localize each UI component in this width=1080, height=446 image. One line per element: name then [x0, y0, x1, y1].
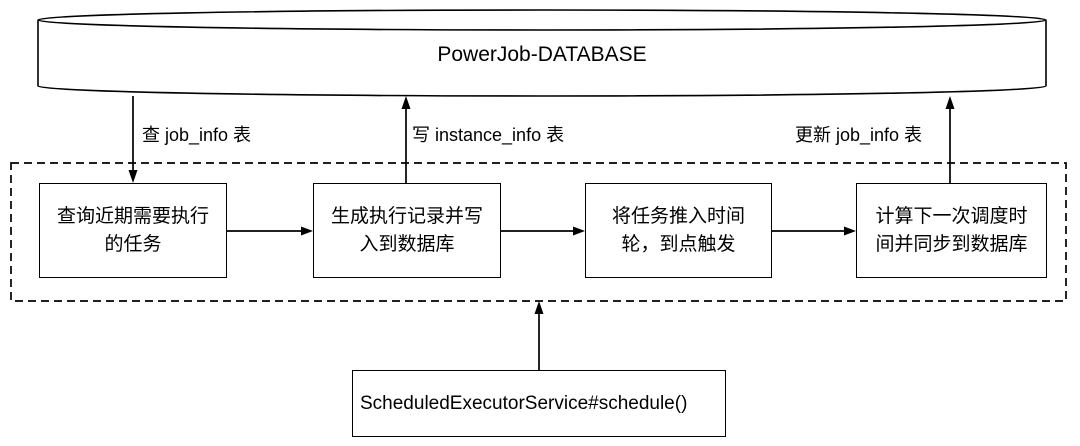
- arrow-step3-to-step4: [772, 226, 856, 236]
- trigger-scheduled-executor-service-label: ScheduledExecutorService#schedule(): [360, 392, 688, 414]
- database-title: PowerJob-DATABASE: [437, 43, 647, 66]
- arrow-query-job-info: [128, 96, 138, 183]
- step-push-to-time-wheel-label: 将任务推入时间 轮，到点触发: [611, 205, 745, 255]
- step-query-recent-jobs-label: 查询近期需要执行 的任务: [56, 205, 209, 255]
- edge-label-query-job-info: 查 job_info 表: [142, 125, 252, 145]
- trigger-scheduled-executor-service: ScheduledExecutorService#schedule(): [352, 370, 726, 437]
- step-create-instance-record-label: 生成执行记录并写 入到数据库: [330, 205, 483, 255]
- step-calc-next-schedule-time: 计算下一次调度时 间并同步到数据库: [856, 183, 1047, 278]
- arrow-trigger-to-container: [534, 301, 544, 370]
- step-query-recent-jobs: 查询近期需要执行 的任务: [39, 183, 227, 278]
- step-push-to-time-wheel: 将任务推入时间 轮，到点触发: [585, 183, 772, 278]
- scheduler-dashed-container: [10, 162, 1067, 302]
- step-calc-next-schedule-time-label: 计算下一次调度时 间并同步到数据库: [875, 205, 1028, 255]
- database-cylinder-shape: [37, 9, 1047, 97]
- edge-label-write-instance-info: 写 instance_info 表: [412, 125, 565, 145]
- arrow-update-job-info: [945, 96, 955, 183]
- arrow-step1-to-step2: [227, 226, 313, 236]
- edge-label-update-job-info: 更新 job_info 表: [795, 125, 923, 145]
- step-create-instance-record: 生成执行记录并写 入到数据库: [313, 183, 501, 278]
- arrow-step2-to-step3: [501, 226, 585, 236]
- arrow-write-instance-info: [401, 96, 411, 183]
